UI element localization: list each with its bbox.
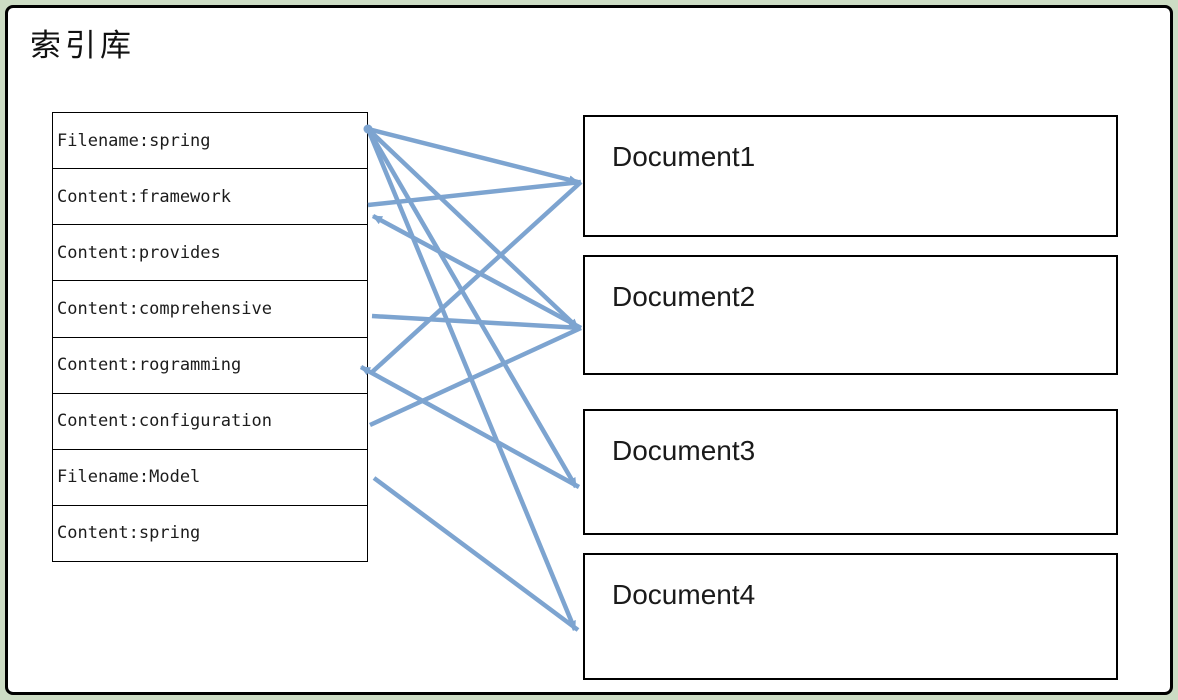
document3-label: Document3 [612, 435, 756, 466]
document1-label: Document1 [612, 141, 756, 172]
index-row-rogramming: Content:rogramming [53, 338, 367, 394]
document2-box: Document2 [583, 255, 1118, 375]
index-row-comprehensive: Content:comprehensive [53, 281, 367, 338]
index-row-configuration: Content:configuration [53, 394, 367, 450]
document2-label: Document2 [612, 281, 756, 312]
index-row-framework: Content:framework [53, 169, 367, 226]
index-row-filename-spring: Filename:spring [53, 113, 367, 170]
document1-box: Document1 [583, 115, 1118, 237]
index-table: Filename:spring Content:framework Conten… [52, 112, 368, 562]
page-title: 索引库 [30, 28, 135, 64]
document4-label: Document4 [612, 579, 756, 610]
index-row-content-spring: Content:spring [57, 523, 201, 544]
index-row-provides: Content:provides [53, 225, 367, 282]
document4-box: Document4 [583, 553, 1118, 680]
document3-box: Document3 [583, 409, 1118, 535]
index-row-filename-model: Filename:Model [53, 450, 367, 506]
